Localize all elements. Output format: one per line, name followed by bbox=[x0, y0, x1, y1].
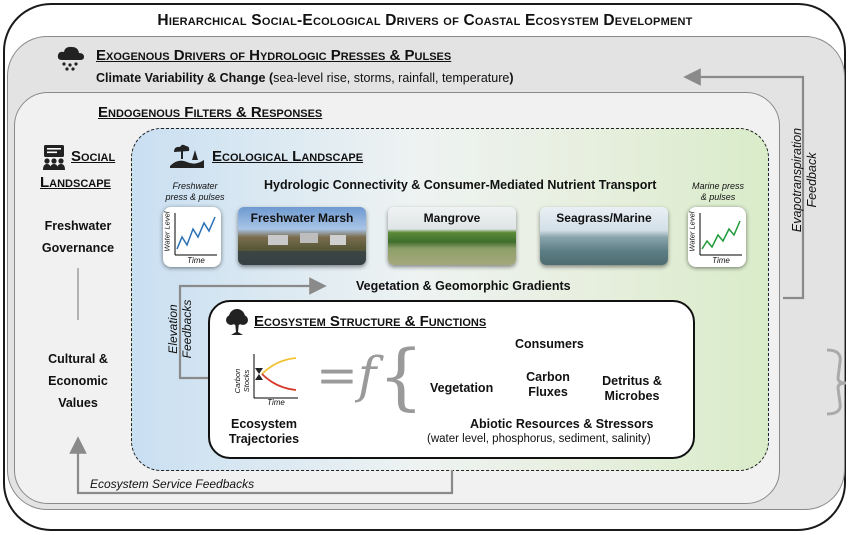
freshwater-marsh-photo: Freshwater Marsh bbox=[238, 207, 366, 265]
ecosystem-service-arrow bbox=[69, 436, 454, 495]
trajectory-red bbox=[261, 373, 297, 391]
elevation-line1: Elevation bbox=[166, 304, 180, 354]
freshwater-governance: Freshwater Governance bbox=[30, 215, 126, 259]
governance-line2: Governance bbox=[41, 241, 115, 255]
function-brace: { bbox=[378, 334, 424, 418]
connectivity-label: Hydrologic Connectivity & Consumer-Media… bbox=[264, 178, 657, 192]
freshwater-press-line2: press & pulses bbox=[165, 192, 225, 202]
freshwater-xlabel: Time bbox=[187, 256, 205, 265]
rain-cloud-icon bbox=[56, 44, 86, 72]
trajectories-line1: Ecosystem bbox=[230, 417, 297, 431]
hourglass-icon bbox=[255, 368, 263, 380]
cultural-economic-values: Cultural & Economic Values bbox=[30, 348, 126, 414]
evapotranspiration-line2: Feedback bbox=[805, 152, 819, 208]
people-icon bbox=[41, 144, 67, 170]
carbon-line2: Fluxes bbox=[528, 385, 568, 399]
values-line1: Cultural & bbox=[48, 352, 108, 366]
exogenous-subtitle-bold: Climate Variability & Change ( bbox=[96, 71, 274, 85]
freshwater-ylabel: Water Level bbox=[162, 211, 172, 252]
elevation-feedbacks-label: Elevation Feedbacks bbox=[158, 290, 198, 370]
exogenous-subtitle-close: ) bbox=[509, 71, 514, 85]
abiotic-label: Abiotic Resources & Stressors bbox=[470, 417, 654, 431]
marine-series bbox=[701, 220, 741, 250]
outer-brace bbox=[826, 348, 847, 416]
seagrass-marine-photo: Seagrass/Marine bbox=[540, 207, 668, 265]
carbon-stocks-label: Carbon Stocks bbox=[233, 368, 251, 394]
marine-hydrograph: Water Level Time bbox=[688, 207, 746, 267]
detritus-microbes-label: Detritus & Microbes bbox=[594, 374, 670, 404]
elevation-feedback-arrow bbox=[178, 277, 327, 380]
ecosystem-trajectories: Ecosystem Trajectories bbox=[219, 417, 309, 447]
trajectory-chart: Carbon Stocks Time bbox=[232, 350, 302, 410]
vegetation-label: Vegetation bbox=[430, 381, 494, 395]
structure-title: Ecosystem Structure & Functions bbox=[254, 313, 487, 330]
freshwater-press-line1: Freshwater bbox=[172, 181, 218, 191]
consumers-label: Consumers bbox=[515, 337, 584, 351]
diagram-title: Hierarchical Social-Ecological Drivers o… bbox=[157, 12, 693, 29]
trajectory-yellow bbox=[261, 357, 297, 375]
marine-press-line1: Marine press bbox=[691, 181, 745, 191]
landscape-icon bbox=[170, 142, 204, 168]
evapotranspiration-line1: Evapotranspiration bbox=[790, 127, 804, 233]
values-line3: Values bbox=[58, 396, 98, 410]
freshwater-series bbox=[176, 216, 216, 250]
mangrove-photo: Mangrove bbox=[388, 207, 516, 265]
ecosystem-service-feedbacks-label: Ecosystem Service Feedbacks bbox=[90, 477, 255, 491]
function-symbol: =f bbox=[316, 346, 377, 404]
marine-press-line2: & pulses bbox=[700, 192, 736, 202]
abiotic-detail: (water level, phosphorus, sediment, sali… bbox=[427, 433, 651, 445]
social-title-line1: Social bbox=[71, 148, 116, 165]
ecological-title: Ecological Landscape bbox=[212, 148, 364, 165]
marine-xlabel: Time bbox=[712, 256, 730, 265]
carbon-line1: Carbon bbox=[526, 370, 570, 384]
freshwater-marsh-label: Freshwater Marsh bbox=[250, 211, 354, 225]
detritus-line2: Microbes bbox=[604, 389, 660, 403]
seagrass-marine-label: Seagrass/Marine bbox=[556, 211, 652, 225]
governance-line1: Freshwater bbox=[44, 219, 112, 233]
trajectories-line2: Trajectories bbox=[228, 432, 300, 446]
marine-ylabel: Water Level bbox=[687, 211, 697, 252]
freshwater-press-label: Freshwater press & pulses bbox=[160, 181, 230, 203]
exogenous-subtitle-detail: sea-level rise, storms, rainfall, temper… bbox=[273, 71, 510, 85]
evapotranspiration-label: Evapotranspiration Feedback bbox=[776, 104, 836, 264]
exogenous-title: Exogenous Drivers of Hydrologic Presses … bbox=[96, 47, 452, 64]
tree-icon bbox=[225, 308, 249, 336]
freshwater-hydrograph: Water Level Time bbox=[163, 207, 221, 267]
elevation-line2: Feedbacks bbox=[180, 299, 194, 359]
gradients-label: Vegetation & Geomorphic Gradients bbox=[356, 279, 571, 293]
trajectory-time-label: Time bbox=[267, 398, 285, 407]
social-title-line2: Landscape bbox=[40, 174, 111, 191]
ecosystem-structure-box bbox=[208, 300, 695, 459]
marine-press-label: Marine press & pulses bbox=[686, 181, 750, 203]
mangrove-label: Mangrove bbox=[423, 211, 481, 225]
carbon-fluxes-label: Carbon Fluxes bbox=[518, 370, 578, 400]
evapotranspiration-arrow bbox=[683, 68, 805, 300]
detritus-line1: Detritus & bbox=[602, 374, 662, 388]
values-line2: Economic bbox=[48, 374, 108, 388]
endogenous-title: Endogenous Filters & Responses bbox=[98, 104, 323, 121]
exogenous-subtitle: Climate Variability & Change (sea-level … bbox=[96, 71, 514, 85]
